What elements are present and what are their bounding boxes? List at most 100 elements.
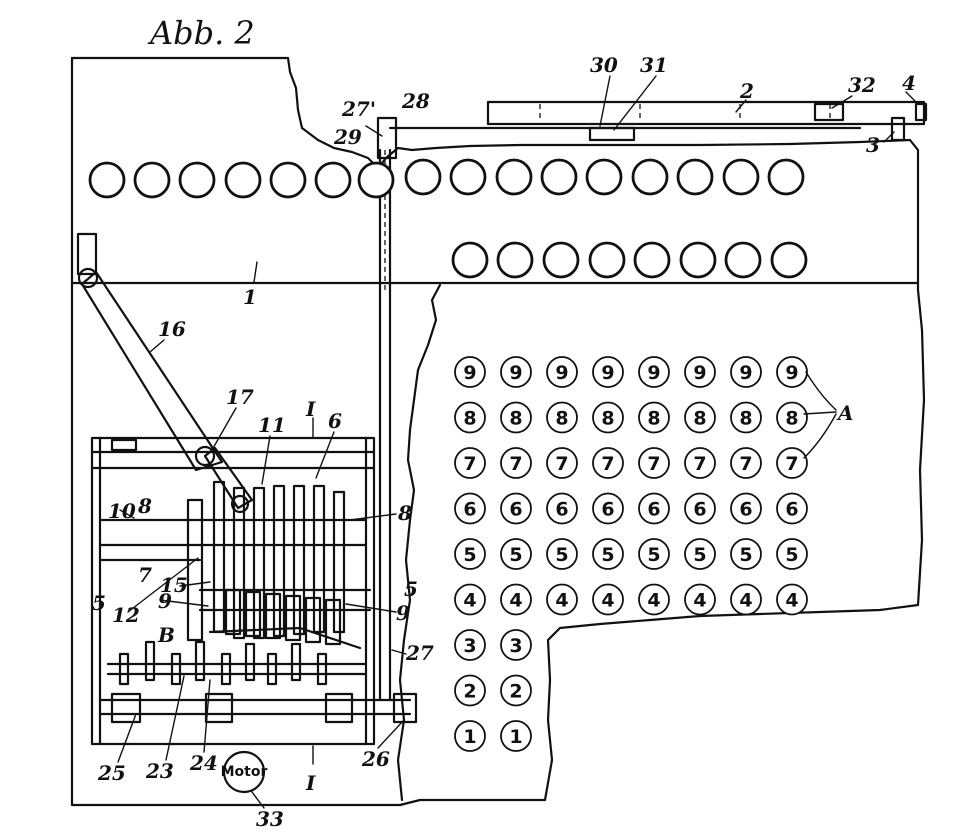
- part-3: [890, 116, 906, 142]
- lever-pivot: [77, 267, 99, 289]
- display-rings-row2: [451, 241, 808, 279]
- key-ring: [684, 447, 716, 479]
- key-digit: 7: [509, 453, 522, 475]
- key-digit: 9: [555, 362, 568, 384]
- key-digit: 5: [555, 544, 568, 566]
- key-digit: 6: [785, 499, 798, 521]
- key-1: 1: [454, 720, 486, 752]
- key-2: 2: [454, 674, 486, 707]
- key-digit: 4: [555, 590, 568, 612]
- key-ring: [500, 583, 532, 616]
- key-digit: 5: [463, 544, 476, 566]
- label-9-right: 9: [396, 601, 410, 625]
- key-ring: [638, 538, 670, 570]
- key-digit: 7: [647, 453, 660, 475]
- part-28: [376, 116, 398, 160]
- key-4: 4: [500, 583, 532, 616]
- key-digit: 2: [509, 681, 522, 703]
- key-8: 8: [454, 401, 486, 434]
- slider-31: [588, 126, 636, 142]
- camshaft: [98, 640, 418, 724]
- key-ring: [592, 447, 624, 479]
- label-3: 3: [866, 133, 880, 157]
- label-26: 26: [361, 747, 390, 771]
- key-6: 6: [638, 492, 670, 525]
- key-ring: [638, 447, 670, 479]
- label-28: 28: [401, 89, 430, 113]
- key-ring: [776, 538, 808, 570]
- label-7: 7: [138, 563, 152, 587]
- key-7: 7: [500, 447, 532, 479]
- part-4: [914, 102, 928, 122]
- key-digit: 6: [739, 499, 752, 521]
- label-30: 30: [590, 53, 618, 77]
- key-ring: [592, 538, 624, 570]
- key-ring: [776, 447, 808, 479]
- key-ring: [454, 492, 486, 525]
- key-digit: 4: [463, 590, 476, 612]
- key-4: 4: [454, 583, 486, 616]
- motor-label: Motor: [221, 764, 268, 780]
- key-9: 9: [730, 356, 762, 388]
- leader-A: [803, 413, 837, 459]
- key-digit: 7: [463, 453, 476, 475]
- key-digit: 8: [463, 408, 476, 430]
- key-digit: 8: [601, 408, 614, 430]
- pivot-17: [194, 445, 216, 467]
- key-digit: 5: [509, 544, 522, 566]
- key-9: 9: [454, 356, 486, 388]
- label-5-left: 5: [92, 591, 106, 615]
- key-digit: 1: [509, 726, 522, 748]
- selector-slides: [212, 480, 346, 646]
- key-9: 9: [546, 356, 578, 388]
- key-6: 6: [776, 492, 808, 525]
- motor-circle: [222, 750, 266, 794]
- key-ring: [500, 674, 532, 707]
- key-digit: 8: [739, 408, 752, 430]
- key-4: 4: [592, 583, 624, 616]
- key-digit: 5: [693, 544, 706, 566]
- key-6: 6: [592, 492, 624, 525]
- key-digit: 8: [555, 408, 568, 430]
- key-digit: 4: [693, 590, 706, 612]
- key-digit: 7: [785, 453, 798, 475]
- label-25: 25: [97, 761, 126, 785]
- key-digit: 7: [693, 453, 706, 475]
- key-ring: [638, 401, 670, 434]
- key-4: 4: [730, 583, 762, 616]
- key-2: 2: [500, 674, 532, 707]
- label-5-right: 5: [404, 577, 418, 601]
- key-5: 5: [546, 538, 578, 570]
- key-ring: [500, 538, 532, 570]
- key-ring: [730, 492, 762, 525]
- key-3: 3: [500, 629, 532, 661]
- key-ring: [592, 356, 624, 388]
- key-4: 4: [546, 583, 578, 616]
- key-6: 6: [500, 492, 532, 525]
- key-ring: [454, 583, 486, 616]
- leader-lines: [117, 75, 919, 809]
- key-digit: 3: [509, 635, 522, 657]
- key-8: 8: [730, 401, 762, 434]
- key-5: 5: [592, 538, 624, 570]
- key-ring: [500, 356, 532, 388]
- figure-title: Abb. 2: [147, 14, 255, 52]
- keyboard: 9876543219876543219876549876549876549876…: [454, 356, 808, 752]
- key-ring: [592, 492, 624, 525]
- key-digit: 6: [647, 499, 660, 521]
- key-digit: 6: [601, 499, 614, 521]
- key-5: 5: [500, 538, 532, 570]
- key-ring: [546, 447, 578, 479]
- key-digit: 5: [739, 544, 752, 566]
- key-digit: 8: [693, 408, 706, 430]
- key-digit: 5: [601, 544, 614, 566]
- key-digit: 8: [509, 408, 522, 430]
- key-ring: [776, 401, 808, 434]
- key-digit: 9: [647, 362, 660, 384]
- key-ring: [546, 538, 578, 570]
- key-ring: [546, 492, 578, 525]
- key-ring: [454, 674, 486, 707]
- key-5: 5: [638, 538, 670, 570]
- key-digit: 7: [739, 453, 752, 475]
- key-ring: [684, 583, 716, 616]
